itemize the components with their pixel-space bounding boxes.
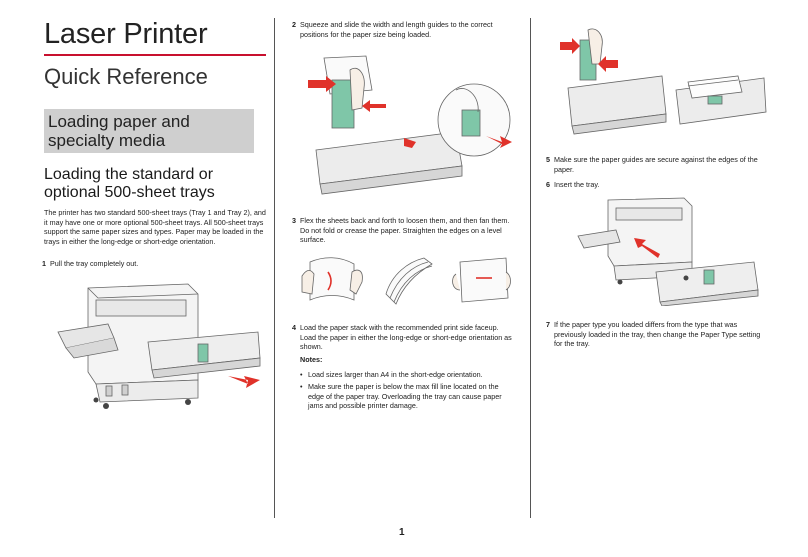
page-number: 1 [399, 527, 405, 538]
arrow-red [404, 138, 416, 148]
step-text: Pull the tray completely out. [50, 259, 139, 268]
step-text: Squeeze and slide the width and length g… [300, 20, 493, 39]
guides-secured-illustration [560, 28, 767, 135]
step-number: 6 [546, 180, 550, 189]
document-title: Laser Printer [44, 18, 208, 50]
flex-fan-paper-illustration [301, 257, 511, 305]
title-rule [44, 54, 266, 56]
insert-tray-illustration [577, 197, 759, 306]
note-text: Make sure the paper is below the max fil… [308, 382, 502, 411]
step-number: 3 [292, 216, 296, 225]
column-1: Laser Printer Quick Reference Loading pa… [42, 0, 266, 557]
bullet-dot-icon: • [300, 382, 303, 391]
note-text: Load sizes larger than A4 in the short-e… [308, 370, 483, 379]
insert-arrow [634, 238, 660, 258]
arrow-red [362, 100, 386, 112]
pull-arrow [228, 376, 260, 388]
step-number: 5 [546, 155, 550, 164]
intro-paragraph: The printer has two standard 500-sheet t… [44, 208, 266, 246]
step-text: Insert the tray. [554, 180, 600, 189]
arrow-red [486, 136, 512, 148]
notes-label: Notes: [300, 355, 323, 364]
step-number: 2 [292, 20, 296, 29]
step-text: Flex the sheets back and forth to loosen… [300, 216, 510, 245]
arrow-red [308, 76, 336, 92]
column-divider [274, 18, 275, 518]
step-number: 7 [546, 320, 550, 329]
printer-tray-out-illustration [57, 283, 261, 409]
column-2: 2 Squeeze and slide the width and length… [286, 0, 514, 557]
step-text: Make sure the paper guides are secure ag… [554, 155, 758, 174]
arrow-red [560, 38, 580, 54]
step-text: Load the paper stack with the recommende… [300, 323, 512, 352]
step-text: If the paper type you loaded differs fro… [554, 320, 761, 349]
section-heading: Loading the standard or optional 500-she… [44, 166, 215, 201]
step-number: 1 [42, 259, 46, 268]
section-band: Loading paper and specialty media [44, 109, 254, 153]
step-number: 4 [292, 323, 296, 332]
bullet-dot-icon: • [300, 370, 303, 379]
arrow-red [598, 56, 618, 72]
document-subtitle: Quick Reference [44, 64, 208, 89]
squeeze-guides-illustration [308, 55, 512, 195]
column-3: 5 Make sure the paper guides are secure … [540, 0, 768, 557]
column-divider [530, 18, 531, 518]
